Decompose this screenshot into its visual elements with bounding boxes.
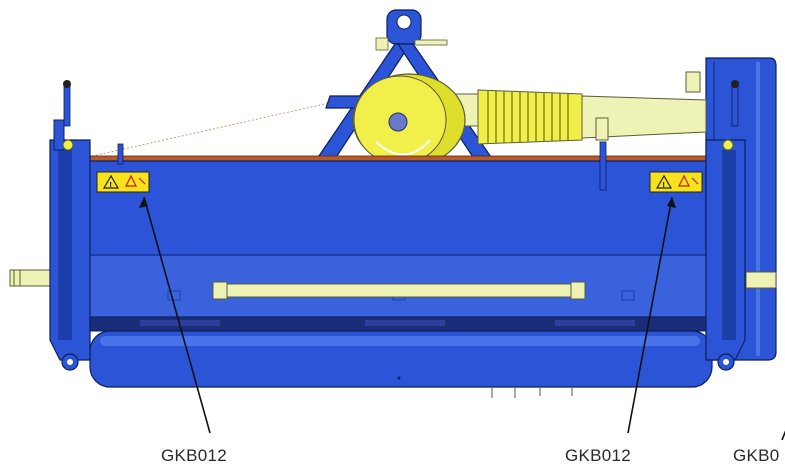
left-side-plate <box>49 80 91 371</box>
flail-tips <box>491 387 573 398</box>
warning-triangle-icon <box>102 174 120 189</box>
rear-roller <box>89 330 713 388</box>
right-side-plate <box>705 80 746 371</box>
leader-arrow-right <box>627 196 676 434</box>
callout-label-edge: GKB0 <box>733 446 780 465</box>
warning-decal-left: ! <box>96 171 150 193</box>
lower-tube-shaft <box>212 281 586 300</box>
leader-arrow-left <box>139 196 211 434</box>
gearbox <box>352 73 466 167</box>
main-housing <box>87 141 707 318</box>
leader-arrow-edge <box>781 430 785 441</box>
callout-label-left: GKB012 <box>161 446 228 465</box>
svg-text:!: ! <box>109 181 112 189</box>
hand-hazard-icon <box>125 174 146 187</box>
dotted-guide-line <box>87 94 366 158</box>
svg-text:!: ! <box>662 181 665 189</box>
pto-driveline <box>439 71 707 145</box>
callout-label-right: GKB012 <box>565 446 632 465</box>
left-shaft <box>9 269 53 287</box>
warning-decal-right: ! <box>649 171 703 193</box>
